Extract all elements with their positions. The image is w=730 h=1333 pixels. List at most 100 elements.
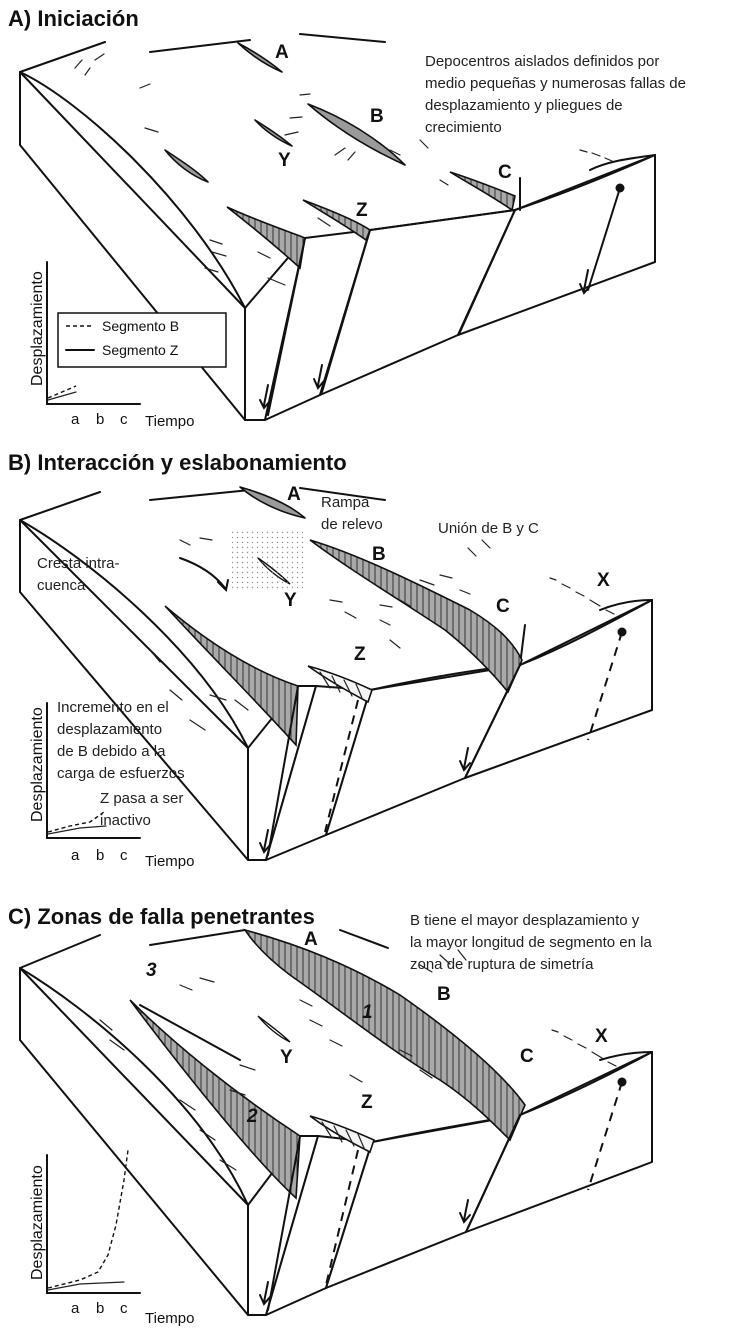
- plot-curve-b: [47, 811, 105, 833]
- panel-c-title: C) Zonas de falla penetrantes: [8, 904, 315, 929]
- panel-a-faults: [74, 42, 625, 416]
- label-3: 3: [146, 960, 157, 981]
- note-line-1: Depocentros aislados definidos por: [425, 53, 659, 70]
- fault-z-hatch: [319, 671, 363, 699]
- note-increment-1: Incremento en el: [57, 699, 169, 716]
- surface-ticks: [99, 949, 467, 1171]
- note-inactive-2: inactivo: [100, 812, 151, 829]
- fault-plane-2: [324, 699, 359, 833]
- label-Y: Y: [284, 590, 297, 611]
- tick-b: b: [96, 1300, 104, 1317]
- label-Z: Z: [356, 200, 368, 221]
- top-edge-far: [589, 154, 656, 171]
- crest-arrow: [179, 557, 229, 593]
- fault-plane-3: [459, 209, 516, 333]
- panel-a-note: Depocentros aislados definidos por medio…: [425, 53, 686, 136]
- fault-tip-dot: [617, 1077, 627, 1087]
- panel-b: B) Interacción y eslabonamiento: [8, 450, 653, 870]
- fault-plane-4: [587, 1081, 623, 1191]
- tick-a: a: [71, 411, 80, 428]
- label-B: B: [370, 106, 384, 127]
- fault-z-scarp: [309, 1115, 375, 1154]
- plot-xlabel: Tiempo: [145, 853, 194, 870]
- plot-curve-b: [47, 385, 77, 399]
- panel-c-faults: [99, 928, 627, 1311]
- plot-ylabel: Desplazamiento: [29, 707, 46, 822]
- label-A: A: [304, 929, 318, 950]
- plot-axes: [46, 702, 141, 839]
- panel-c-note: B tiene el mayor desplazamiento y la may…: [410, 912, 652, 973]
- slip-arrow-1: [259, 829, 271, 854]
- slip-arrow-1: [259, 1281, 271, 1306]
- fault-b-lens: [307, 103, 406, 166]
- block-left-face: [19, 71, 246, 421]
- plot-ylabel: Desplazamiento: [29, 271, 46, 386]
- panel-b-plot: Desplazamiento a b c Tiempo: [29, 702, 194, 870]
- note-increment-3: de B debido a la: [57, 743, 166, 760]
- dotted-trace: [551, 1029, 617, 1067]
- plot-ylabel: Desplazamiento: [29, 1165, 46, 1280]
- fault-scarp-2: [129, 999, 301, 1200]
- back-edge: [19, 929, 389, 969]
- plot-curve-z: [47, 391, 77, 401]
- tick-c: c: [120, 411, 128, 428]
- surface-ticks: [149, 537, 491, 731]
- panel-a-plot: Desplazamiento a b c Tiempo Segmento B S…: [29, 261, 227, 430]
- plot-axes: [46, 1154, 141, 1294]
- panel-c-fault-labels: A B Y Z C X 1 2 3: [146, 929, 608, 1127]
- fault-tip-dot: [615, 183, 625, 193]
- panel-b-fault-labels: A B Y Z C X: [284, 484, 610, 665]
- label-A: A: [275, 42, 289, 63]
- surface-ticks: [74, 53, 449, 286]
- label-Y: Y: [280, 1047, 293, 1068]
- label-Z: Z: [354, 644, 366, 665]
- note-line-3: zona de ruptura de simetría: [410, 956, 594, 973]
- fault-b-scarp: [243, 928, 526, 1142]
- relay-ramp-dots: [232, 530, 304, 590]
- note-increment-4: carga de esfuerzos: [57, 765, 185, 782]
- panel-b-faults: [149, 486, 627, 856]
- tick-b: b: [96, 847, 104, 864]
- fault-plane-1: [267, 1135, 301, 1311]
- label-Y: Y: [278, 150, 291, 171]
- note-ramp-1: Rampa: [321, 494, 370, 511]
- top-edge-far: [599, 1051, 653, 1061]
- note-line-3: desplazamiento y pliegues de: [425, 97, 623, 114]
- dotted-trace: [549, 577, 615, 615]
- note-line-2: la mayor longitud de segmento en la: [410, 934, 652, 951]
- dotted-trace: [579, 149, 613, 162]
- fault-plane-3: [467, 1114, 521, 1229]
- note-increment-2: desplazamiento: [57, 721, 162, 738]
- fault-plane-1: [267, 685, 299, 856]
- fault-y-lens: [257, 1015, 291, 1043]
- fault-plane-2: [321, 229, 371, 393]
- slip-arrow-2: [459, 747, 471, 772]
- fault-3-trace: [139, 1004, 241, 1061]
- note-union: Unión de B y C: [438, 520, 539, 537]
- panel-c-block: [19, 929, 653, 1316]
- fault-c-scarp: [449, 171, 516, 212]
- fault-z-hatch: [321, 1121, 365, 1149]
- note-line-4: crecimiento: [425, 119, 502, 136]
- label-C: C: [498, 162, 512, 183]
- panel-c-plot: Desplazamiento a b c Tiempo: [29, 1149, 194, 1327]
- tick-c: c: [120, 847, 128, 864]
- fault-plane-2: [325, 1149, 359, 1286]
- fault-plane-3: [465, 664, 521, 777]
- fault-a-lens: [237, 42, 283, 73]
- label-1: 1: [362, 1002, 373, 1023]
- panel-b-title: B) Interacción y eslabonamiento: [8, 450, 347, 475]
- panel-a: A) Iniciación: [8, 6, 686, 430]
- note-line-1: B tiene el mayor desplazamiento y: [410, 912, 640, 929]
- plot-curve-z: [47, 1281, 125, 1291]
- plot-xlabel: Tiempo: [145, 1310, 194, 1327]
- fault-plane-4: [587, 187, 621, 291]
- note-crest-1: Cresta intra-: [37, 555, 120, 572]
- legend-entry-b: Segmento B: [102, 318, 179, 334]
- fault-bc-scarp: [309, 539, 523, 694]
- slip-arrow-3: [579, 269, 591, 295]
- label-Z: Z: [361, 1092, 373, 1113]
- note-crest-2: cuenca: [37, 577, 86, 594]
